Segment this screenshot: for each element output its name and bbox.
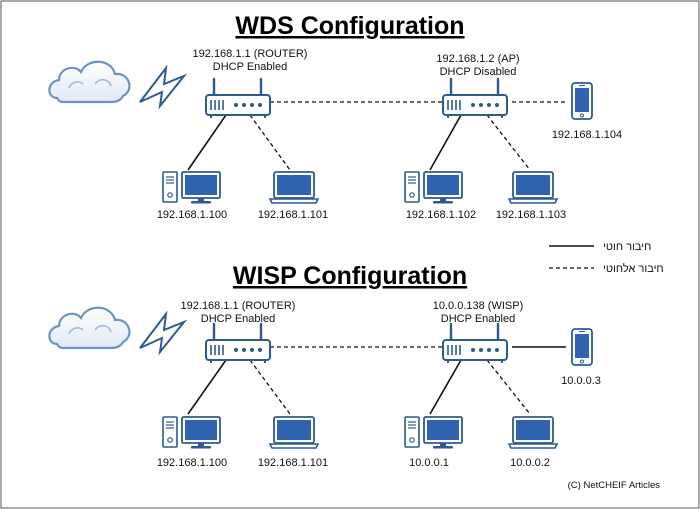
wisp-laptop1-ip-label: 192.168.1.101 [258,457,328,469]
wisp-title: WISP Configuration [233,262,467,290]
wds-router-dhcp-label: DHCP Enabled [213,61,287,73]
wds-laptop1-ip-label: 192.168.1.101 [258,209,328,221]
wds-ap-dhcp-label: DHCP Disabled [440,66,517,78]
wds-pc1-ip-label: 192.168.1.100 [157,209,227,221]
legend-wired-label: חיבור חוטי [603,241,651,253]
legend: חיבור חוטי חיבור אלחוטי [549,241,664,275]
wisp-phone-ip-label: 10.0.0.3 [561,375,601,387]
wisp-ap-dhcp-label: DHCP Enabled [441,313,515,325]
wisp-pc1-ip-label: 192.168.1.100 [157,457,227,469]
wds-section: WDS Configuration 192.168.1.1 (ROUTER) D… [48,12,622,221]
wds-pc2-ip-label: 192.168.1.102 [406,209,476,221]
wisp-laptop2-ip-label: 10.0.0.2 [510,457,550,469]
copyright-label: (C) NetCHEIF Articles [568,480,661,491]
wds-router-pc-wired-link [187,114,227,171]
wds-desktop-pc-icon-2 [404,171,463,205]
wds-ap-laptop-wireless-link [486,114,531,171]
wisp-ap-ip-label: 10.0.0.138 (WISP) [433,300,524,312]
wds-ap-ip-label: 192.168.1.2 (AP) [436,53,519,65]
legend-wireless-label: חיבור אלחוטי [603,262,664,275]
wds-desktop-pc-icon [162,171,221,205]
wisp-router-laptop-wireless-link [249,359,291,415]
wds-ap-pc-wired-link [429,114,462,171]
wisp-router-ip-label: 192.168.1.1 (ROUTER) [181,300,296,312]
wds-router-laptop-wireless-link [249,114,291,171]
wisp-ap-pc-wired-link [429,359,462,415]
wds-title: WDS Configuration [235,12,464,40]
wds-laptop-icon [269,171,319,204]
wisp-router-dhcp-label: DHCP Enabled [201,313,275,325]
wisp-desktop-pc-icon-2 [404,416,463,450]
wds-phone-icon [571,82,593,120]
wds-laptop-icon-2 [508,171,558,204]
wisp-desktop-pc-icon [162,416,221,450]
wds-router-ip-label: 192.168.1.1 (ROUTER) [193,48,308,60]
wisp-pc2-ip-label: 10.0.0.1 [409,457,449,469]
wisp-ap-laptop-wireless-link [486,359,531,415]
wisp-laptop-icon-2 [508,416,558,449]
wisp-section: WISP Configuration 192.168.1.1 (ROUTER) … [48,262,601,469]
wisp-router-pc-wired-link [187,359,227,415]
wds-phone-ip-label: 192.168.1.104 [552,129,622,141]
wds-laptop2-ip-label: 192.168.1.103 [496,209,566,221]
wisp-phone-icon [571,328,593,366]
wisp-laptop-icon [269,416,319,449]
